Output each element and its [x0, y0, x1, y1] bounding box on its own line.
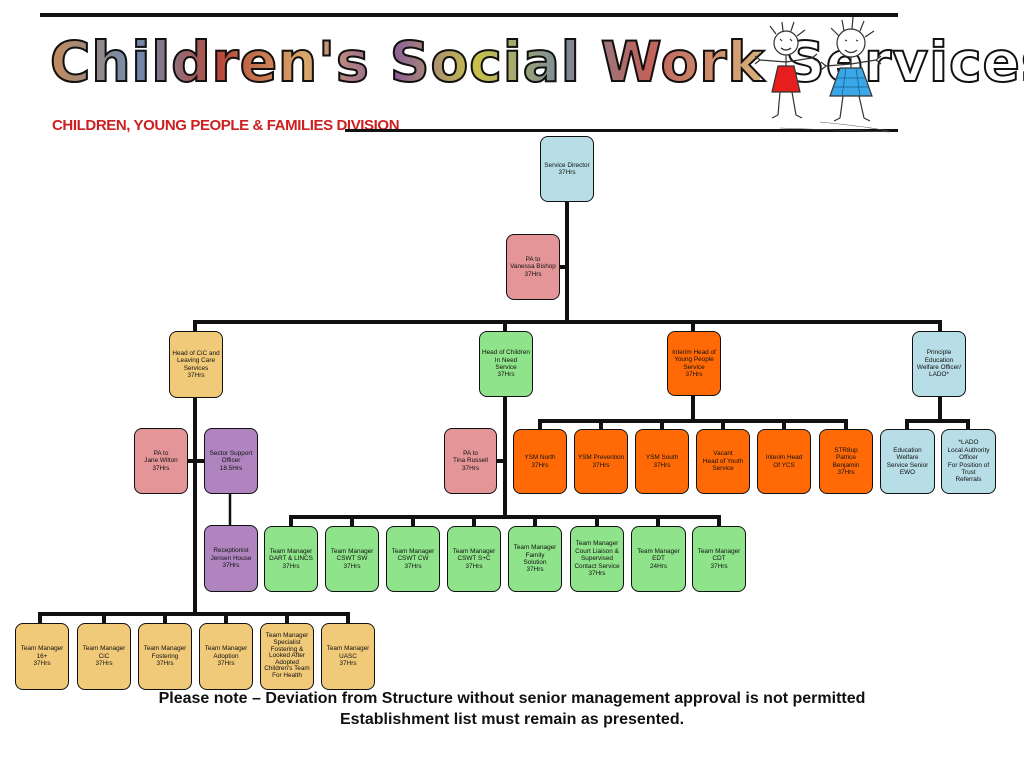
- node-str8up: STR8up Patrice Benjamin 37Hrs: [819, 429, 873, 494]
- node-tm-cswt-sw: Team Manager CSWT SW 37Hrs: [325, 526, 379, 592]
- node-service-director: Service Director 37Hrs: [540, 136, 594, 202]
- stick-children-drawing: [754, 16, 891, 133]
- node-head-cin: Head of Children In Need Service 37Hrs: [479, 331, 533, 397]
- node-pa-tina: PA to Tina Russell 37Hrs: [444, 428, 497, 494]
- node-tm-cdt: Team Manager CDT 37Hrs: [692, 526, 746, 592]
- node-pa-jane: PA to Jane Wilton 37Hrs: [134, 428, 188, 494]
- node-tm-cic: Team Manager CiC 37Hrs: [77, 623, 131, 690]
- node-vacant-head-youth: Vacant Head of Youth Service: [696, 429, 750, 494]
- node-tm-cswt-sc: Team Manager CSWT S+C 37Hrs: [447, 526, 501, 592]
- node-ysm-north: YSM North 37Hrs: [513, 429, 567, 494]
- node-tm-16: Team Manager 16+ 37Hrs: [15, 623, 69, 690]
- node-tm-dart: Team Manager DART & LINCS 37Hrs: [264, 526, 318, 592]
- node-receptionist: Receptionist Jensen House 37Hrs: [204, 525, 258, 592]
- header-subtitle-rule: [345, 129, 898, 132]
- node-tm-specialist: Team Manager Specialist Fostering & Look…: [260, 623, 314, 690]
- node-principle-ewo: Principle Education Welfare Officer/ LAD…: [912, 331, 966, 397]
- node-ysm-prevention: YSM Prevention 37Hrs: [574, 429, 628, 494]
- node-tm-family: Team Manager Family Solution 37Hrs: [508, 526, 562, 592]
- node-pa-vanessa: PA to Vanessa Bishop 37Hrs: [506, 234, 560, 300]
- node-interim-head-ycs: Interim Head Of YCS: [757, 429, 811, 494]
- footer-line-1: Please note – Deviation from Structure w…: [158, 690, 866, 707]
- node-head-cic: Head of CiC and Leaving Care Services 37…: [169, 331, 223, 398]
- node-sector-support: Sector Support Officer 18.5Hrs: [204, 428, 258, 494]
- footer-line-2: Establishment list must remain as presen…: [339, 711, 685, 728]
- node-ysm-south: YSM South 37Hrs: [635, 429, 689, 494]
- footer-note: Please note – Deviation from Structure w…: [0, 688, 1024, 730]
- node-ew-service-senior: Education Welfare Service Senior EWO: [880, 429, 935, 494]
- node-tm-uasc: Team Manager UASC 37Hrs: [321, 623, 375, 690]
- node-tm-cswt-cw: Team Manager CSWT CW 37Hrs: [386, 526, 440, 592]
- node-tm-court: Team Manager Court Liaison & Supervised …: [570, 526, 624, 592]
- node-lado: *LADO Local Authority Officer For Positi…: [941, 429, 996, 494]
- node-head-yps: Interim Head of Young People Service 37H…: [667, 331, 721, 396]
- node-tm-fostering: Team Manager Fostering 37Hrs: [138, 623, 192, 690]
- node-tm-adoption: Team Manager Adoption 37Hrs: [199, 623, 253, 690]
- division-subtitle: CHILDREN, YOUNG PEOPLE & FAMILIES DIVISI…: [52, 117, 400, 134]
- header-top-rule: [40, 13, 898, 17]
- node-tm-edt: Team Manager EDT 24Hrs: [631, 526, 686, 592]
